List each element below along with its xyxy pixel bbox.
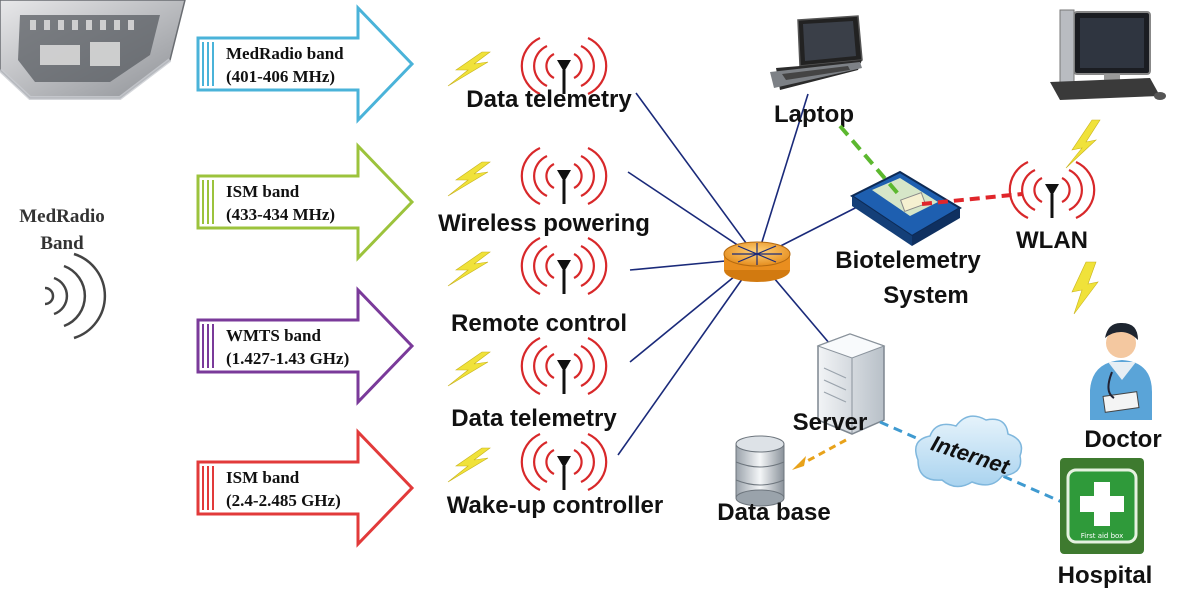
function-row: Remote control (447, 236, 627, 337)
link-wireless-powering (627, 171, 758, 259)
band-label-line1: ISM band (226, 468, 300, 487)
first-aid-text: First aid box (1081, 532, 1124, 540)
antenna-icon (520, 432, 608, 492)
medradio-band-legend: MedRadio Band (19, 206, 107, 340)
lightning-icon (447, 161, 491, 197)
function-label: Remote control (451, 310, 627, 337)
link-wake-up (617, 257, 758, 456)
doctor-icon (1090, 322, 1152, 420)
link-laptop (756, 93, 809, 259)
band-label-line1: WMTS band (226, 326, 321, 345)
band-label-line2: (433-434 MHz) (226, 205, 335, 224)
doctor-label: Doctor (1084, 426, 1161, 453)
hospital-label: Hospital (1058, 562, 1153, 589)
wlan-link (921, 192, 1023, 206)
antenna-icon (520, 146, 608, 206)
band-arrow-4: ISM band (2.4-2.485 GHz) (196, 428, 415, 548)
function-label: Wireless powering (438, 210, 650, 237)
antenna-icon (520, 236, 608, 296)
laptop-link (838, 124, 902, 198)
band-arrow-1: MedRadio band (401-406 MHz) (196, 4, 415, 124)
band-arrow-2: ISM band (433-434 MHz) (196, 142, 415, 262)
db-link (797, 438, 847, 468)
server-label: Server (793, 409, 868, 436)
band-label-line2: (401-406 MHz) (226, 67, 335, 86)
function-label: Wake-up controller (447, 492, 663, 519)
lightning-icons-wlan (1065, 119, 1101, 315)
function-label: Data telemetry (451, 405, 617, 432)
band-label-line1: MedRadio band (226, 44, 344, 63)
lightning-icon (447, 447, 491, 483)
wlan-antenna-icon (1008, 160, 1096, 220)
biotelemetry-label-line1: Biotelemetry (835, 247, 981, 274)
network-hub (723, 241, 791, 282)
legend-line2: Band (40, 233, 84, 254)
laptop-icon (770, 15, 863, 90)
database-label: Data base (717, 499, 830, 526)
band-label-line2: (2.4-2.485 GHz) (226, 491, 341, 510)
db-link-arrowhead (792, 456, 806, 470)
lightning-icon (447, 351, 491, 387)
laptop-label: Laptop (774, 101, 854, 128)
wlan-label: WLAN (1016, 227, 1088, 254)
first-aid-box-icon: First aid box (1060, 458, 1144, 554)
lightning-icon (447, 251, 491, 287)
band-arrows: MedRadio band (401-406 MHz) ISM band (433-4… (196, 4, 415, 548)
band-label-line1: ISM band (226, 182, 300, 201)
antenna-icon (520, 336, 608, 396)
radio-waves-icon (44, 252, 107, 340)
database-icon (735, 435, 785, 507)
legend-line1: MedRadio (19, 206, 105, 227)
band-arrow-3: WMTS band (1.427-1.43 GHz) (196, 286, 415, 406)
internet-cloud-icon (915, 415, 1023, 488)
link-data-telemetry-1 (635, 92, 758, 259)
desktop-computer-icon (1050, 9, 1166, 100)
band-label-line2: (1.427-1.43 GHz) (226, 349, 349, 368)
function-row: Data telemetry (447, 36, 632, 113)
server-icon (816, 333, 886, 435)
biotelemetry-label-line2: System (883, 282, 968, 309)
function-row: Wireless powering (438, 146, 650, 237)
function-row: Data telemetry (447, 336, 617, 432)
antenna-icon (1008, 160, 1096, 220)
function-row: Wake-up controller (447, 432, 663, 519)
function-label: Data telemetry (466, 86, 632, 113)
implant-device-image (0, 0, 186, 100)
antenna-icon (520, 36, 608, 96)
biotelemetry-device-icon (850, 170, 962, 246)
lightning-icon (447, 51, 491, 87)
